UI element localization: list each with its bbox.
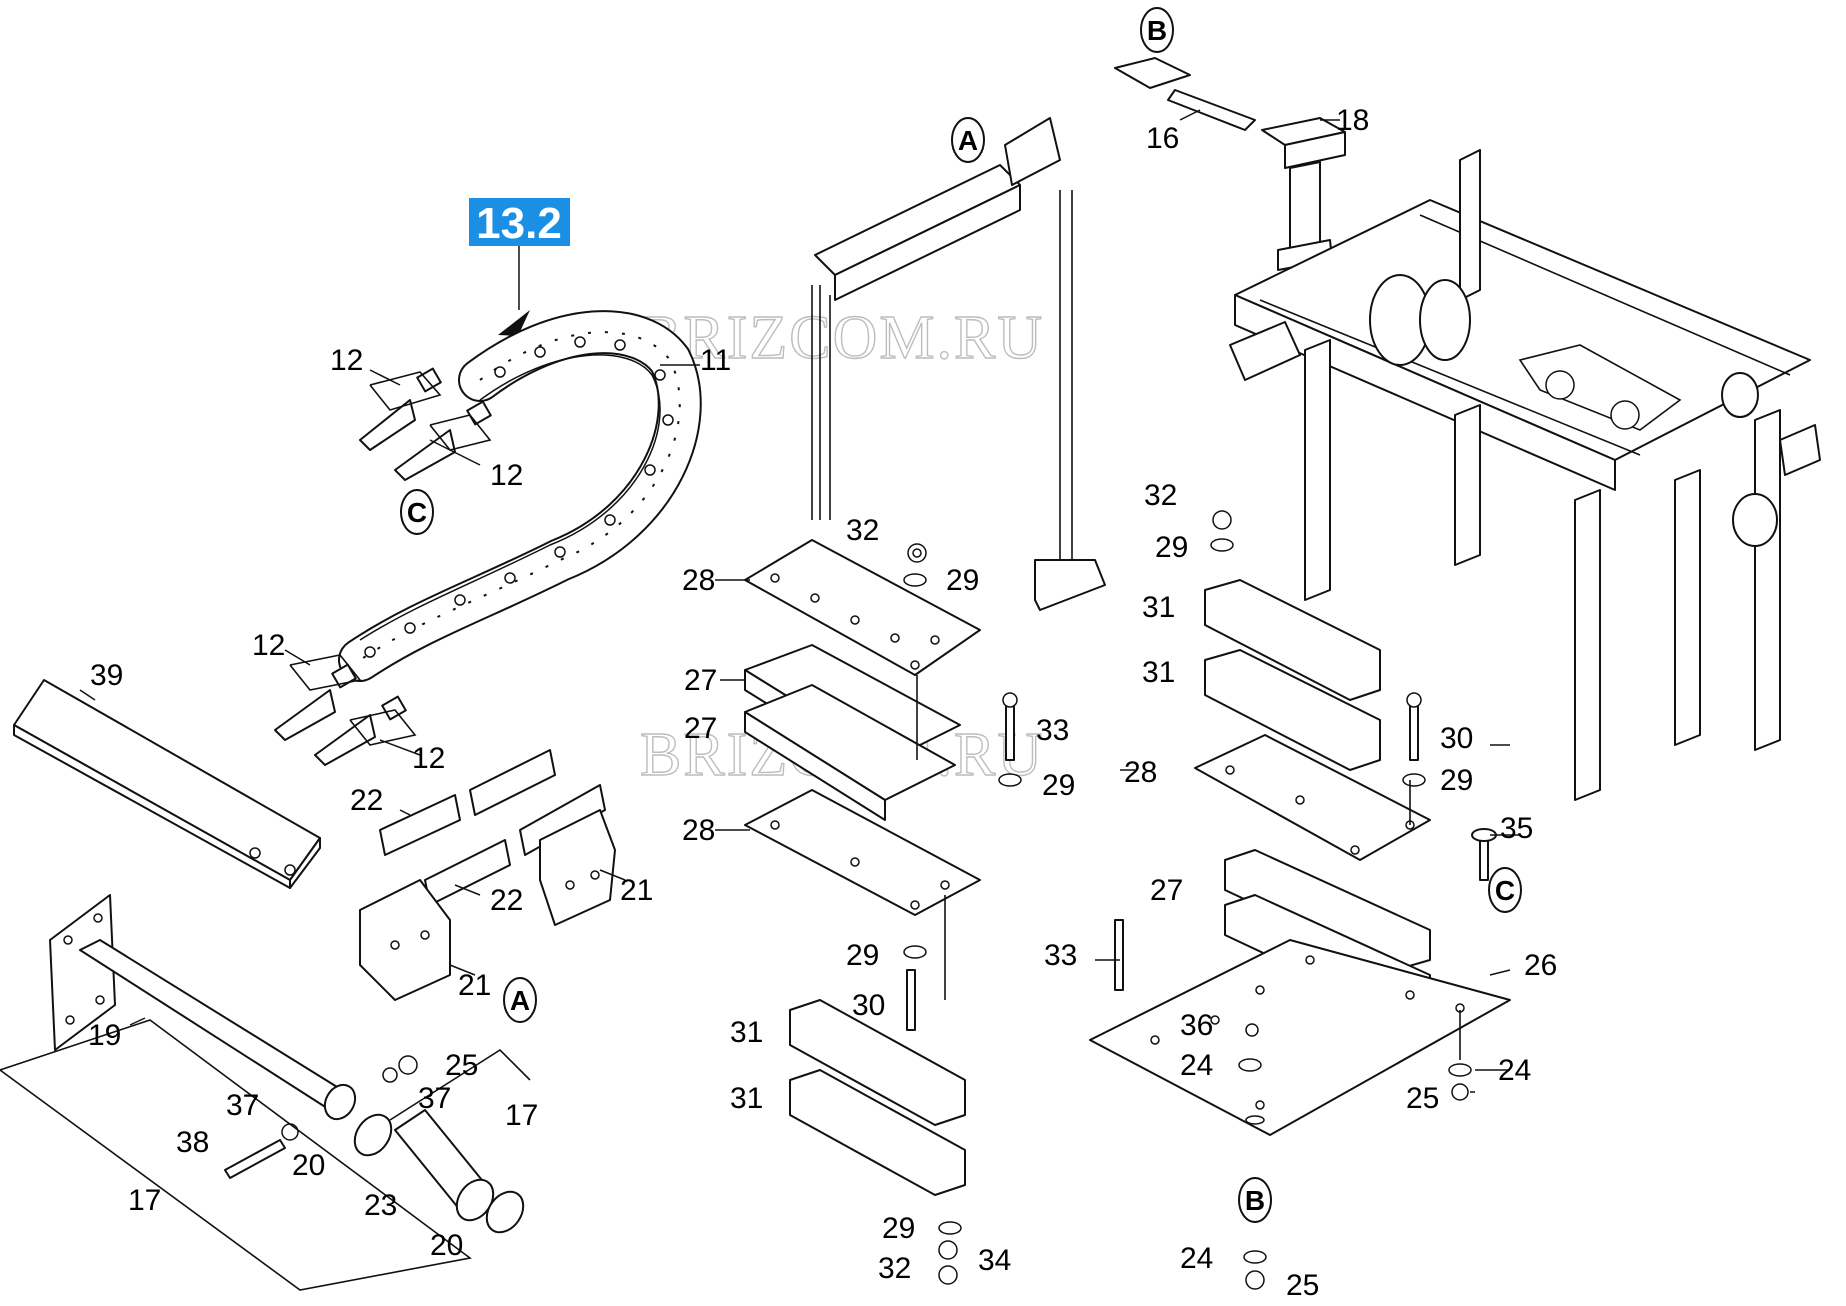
callout-28-a[interactable]: 28 xyxy=(682,564,715,597)
callout-31-b[interactable]: 31 xyxy=(730,1082,763,1115)
callout-29-c[interactable]: 29 xyxy=(846,939,879,972)
section-ref-a-top[interactable]: A xyxy=(951,117,985,163)
callout-22-b[interactable]: 22 xyxy=(490,884,523,917)
callout-12-d[interactable]: 12 xyxy=(412,742,445,775)
chain-bracket-bottom xyxy=(274,654,417,766)
ref-c-label-bottom: C xyxy=(1495,875,1515,906)
callout-17-b[interactable]: 17 xyxy=(128,1184,161,1217)
callout-28-c[interactable]: 28 xyxy=(1124,756,1157,789)
ref-c-label-top: C xyxy=(407,497,427,528)
callout-31-d[interactable]: 31 xyxy=(1142,656,1175,689)
clamp-stack-right xyxy=(1089,510,1511,1290)
callout-33-a[interactable]: 33 xyxy=(1036,714,1069,747)
callout-32-b[interactable]: 32 xyxy=(878,1252,911,1285)
callout-32-c[interactable]: 32 xyxy=(1144,479,1177,512)
mounting-tube xyxy=(0,894,531,1291)
section-ref-b-top[interactable]: B xyxy=(1140,7,1174,53)
callout-29-b[interactable]: 29 xyxy=(1042,769,1075,802)
support-b xyxy=(1114,57,1346,271)
callout-12-a[interactable]: 12 xyxy=(330,344,363,377)
angle-bar xyxy=(13,679,321,889)
callout-24-b[interactable]: 24 xyxy=(1498,1054,1531,1087)
callout-17-a[interactable]: 17 xyxy=(505,1099,538,1132)
ref-b-label-top: B xyxy=(1147,15,1167,46)
callout-31-a[interactable]: 31 xyxy=(730,1016,763,1049)
callout-22-a[interactable]: 22 xyxy=(350,784,383,817)
callout-26[interactable]: 26 xyxy=(1524,949,1557,982)
callout-38[interactable]: 38 xyxy=(176,1126,209,1159)
callout-30-b[interactable]: 30 xyxy=(1440,722,1473,755)
callout-29-d[interactable]: 29 xyxy=(882,1212,915,1245)
section-badge[interactable]: 13.2 xyxy=(469,198,570,248)
callout-32-a[interactable]: 32 xyxy=(846,514,879,547)
section-ref-a-bottom[interactable]: A xyxy=(503,977,537,1023)
badge-background xyxy=(469,198,570,246)
clamp-stack-center xyxy=(744,539,1022,1285)
callout-37-a[interactable]: 37 xyxy=(418,1082,451,1115)
callout-34[interactable]: 34 xyxy=(978,1244,1011,1277)
section-ref-c-top[interactable]: C xyxy=(400,489,434,535)
callout-24-a[interactable]: 24 xyxy=(1180,1049,1213,1082)
callout-29-a[interactable]: 29 xyxy=(946,564,979,597)
callout-37-b[interactable]: 37 xyxy=(226,1089,259,1122)
callout-16[interactable]: 16 xyxy=(1146,122,1179,155)
callout-30-a[interactable]: 30 xyxy=(852,989,885,1022)
leader-lines xyxy=(79,109,1520,1093)
arrow-icon xyxy=(498,310,530,336)
machine-frame xyxy=(1229,149,1821,801)
callout-29-e[interactable]: 29 xyxy=(1155,531,1188,564)
callout-28-b[interactable]: 28 xyxy=(682,814,715,847)
bracket-set xyxy=(359,749,616,1001)
callout-20-a[interactable]: 20 xyxy=(292,1149,325,1182)
section-ref-b-bottom[interactable]: B xyxy=(1238,1177,1272,1223)
callout-12-b[interactable]: 12 xyxy=(490,459,523,492)
section-ref-c-bottom[interactable]: C xyxy=(1488,867,1522,913)
badge-label: 13.2 xyxy=(476,199,562,248)
callout-35[interactable]: 35 xyxy=(1500,812,1533,845)
callout-11[interactable]: 11 xyxy=(700,344,731,377)
profile-a xyxy=(811,117,1106,611)
ref-a-label-bottom: A xyxy=(510,985,530,1016)
callout-27-a[interactable]: 27 xyxy=(684,664,717,697)
ref-a-label-top: A xyxy=(958,125,978,156)
cable-chain xyxy=(338,310,702,682)
callout-33-b[interactable]: 33 xyxy=(1044,939,1077,972)
callout-21-a[interactable]: 21 xyxy=(620,874,653,907)
callout-24-c[interactable]: 24 xyxy=(1180,1242,1213,1275)
callout-19[interactable]: 19 xyxy=(88,1019,121,1052)
ref-b-label-bottom: B xyxy=(1245,1185,1265,1216)
watermark-top: BRIZCOM.RU xyxy=(640,304,1044,372)
callout-12-c[interactable]: 12 xyxy=(252,629,285,662)
callout-23[interactable]: 23 xyxy=(364,1189,397,1222)
callout-31-c[interactable]: 31 xyxy=(1142,591,1175,624)
callout-39[interactable]: 39 xyxy=(90,659,123,692)
chain-bracket-top xyxy=(359,367,492,481)
callout-25-c[interactable]: 25 xyxy=(1286,1269,1319,1302)
callout-numbers: 12 11 12 12 12 39 22 22 21 21 19 17 17 2… xyxy=(88,104,1557,1302)
callout-36[interactable]: 36 xyxy=(1180,1009,1213,1042)
callout-18[interactable]: 18 xyxy=(1336,104,1369,137)
callout-20-b[interactable]: 20 xyxy=(430,1229,463,1262)
callout-27-c[interactable]: 27 xyxy=(1150,874,1183,907)
callout-25-b[interactable]: 25 xyxy=(1406,1082,1439,1115)
callout-21-b[interactable]: 21 xyxy=(458,969,491,1002)
callout-29-f[interactable]: 29 xyxy=(1440,764,1473,797)
callout-25-a[interactable]: 25 xyxy=(445,1049,478,1082)
callout-27-b[interactable]: 27 xyxy=(684,712,717,745)
